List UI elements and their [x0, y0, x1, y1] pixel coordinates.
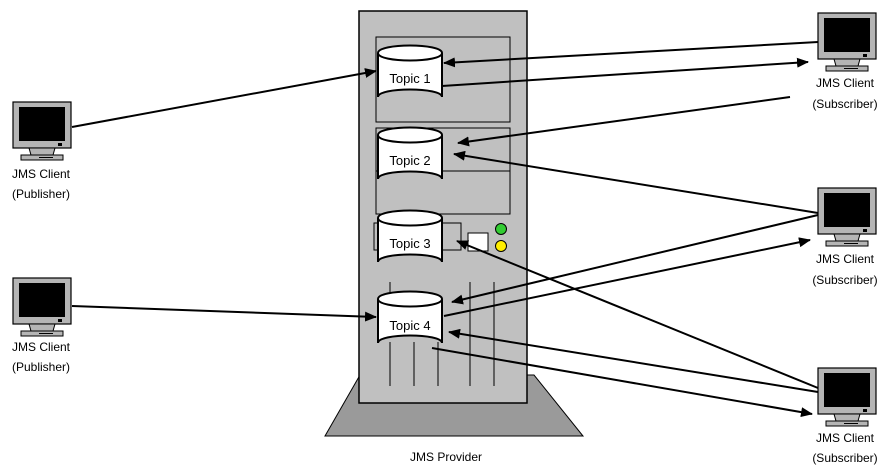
arrow-sub1-topic1 — [443, 41, 819, 68]
led-yellow — [495, 240, 507, 252]
arrow-publisher2-topic4 — [71, 305, 377, 322]
arrow-sub2-topic2 — [453, 150, 819, 214]
arrow-topic4-sub3 — [431, 347, 813, 418]
subscriber-3-label-line2: (Subscriber) — [812, 451, 877, 465]
topic-3-label: Topic 3 — [389, 236, 430, 251]
computer-icon — [817, 367, 877, 427]
computer-icon — [817, 187, 877, 247]
topic-2: Topic 2 — [377, 126, 443, 180]
subscriber-client-1: JMS Client (Subscriber) — [812, 12, 878, 111]
subscriber-1-label-line1: JMS Client — [816, 76, 875, 90]
arrow-sub3-topic4 — [448, 328, 819, 393]
subscriber-3-label-line1: JMS Client — [816, 431, 875, 445]
publisher-2-label-line1: JMS Client — [12, 340, 71, 354]
subscriber-client-3: JMS Client (Subscriber) — [812, 367, 878, 465]
computer-icon — [817, 12, 877, 72]
arrow-sub2-topic4 — [451, 214, 819, 305]
arrow-publisher1-topic1 — [71, 68, 377, 128]
jms-provider-server — [324, 10, 585, 437]
publisher-client-2: JMS Client (Publisher) — [12, 277, 72, 374]
subscriber-client-2: JMS Client (Subscriber) — [812, 187, 878, 287]
topic-1-label: Topic 1 — [389, 71, 430, 86]
topic-4-label: Topic 4 — [389, 318, 430, 333]
subscriber-2-label-line1: JMS Client — [816, 252, 875, 266]
arrow-topic4-sub2 — [443, 237, 811, 317]
publisher-1-label-line1: JMS Client — [12, 167, 71, 181]
arrow-topic1-sub1 — [441, 57, 809, 87]
topic-3: Topic 3 — [377, 209, 443, 263]
topic-4: Topic 4 — [377, 290, 443, 344]
subscriber-1-label-line2: (Subscriber) — [812, 97, 877, 111]
provider-label: JMS Provider — [410, 450, 482, 464]
power-button — [467, 232, 489, 252]
topic-2-label: Topic 2 — [389, 153, 430, 168]
subscriber-2-label-line2: (Subscriber) — [812, 273, 877, 287]
led-green — [495, 223, 507, 235]
publisher-client-1: JMS Client (Publisher) — [12, 101, 72, 201]
arrow-sub3-topic3 — [456, 240, 819, 389]
topic-1: Topic 1 — [377, 44, 443, 98]
connections — [71, 41, 819, 418]
drive-bay-1 — [375, 36, 511, 123]
publisher-1-label-line2: (Publisher) — [12, 187, 70, 201]
computer-icon — [12, 277, 72, 337]
arrow-sub1-topic2 — [457, 96, 791, 147]
publisher-2-label-line2: (Publisher) — [12, 360, 70, 374]
computer-icon — [12, 101, 72, 161]
